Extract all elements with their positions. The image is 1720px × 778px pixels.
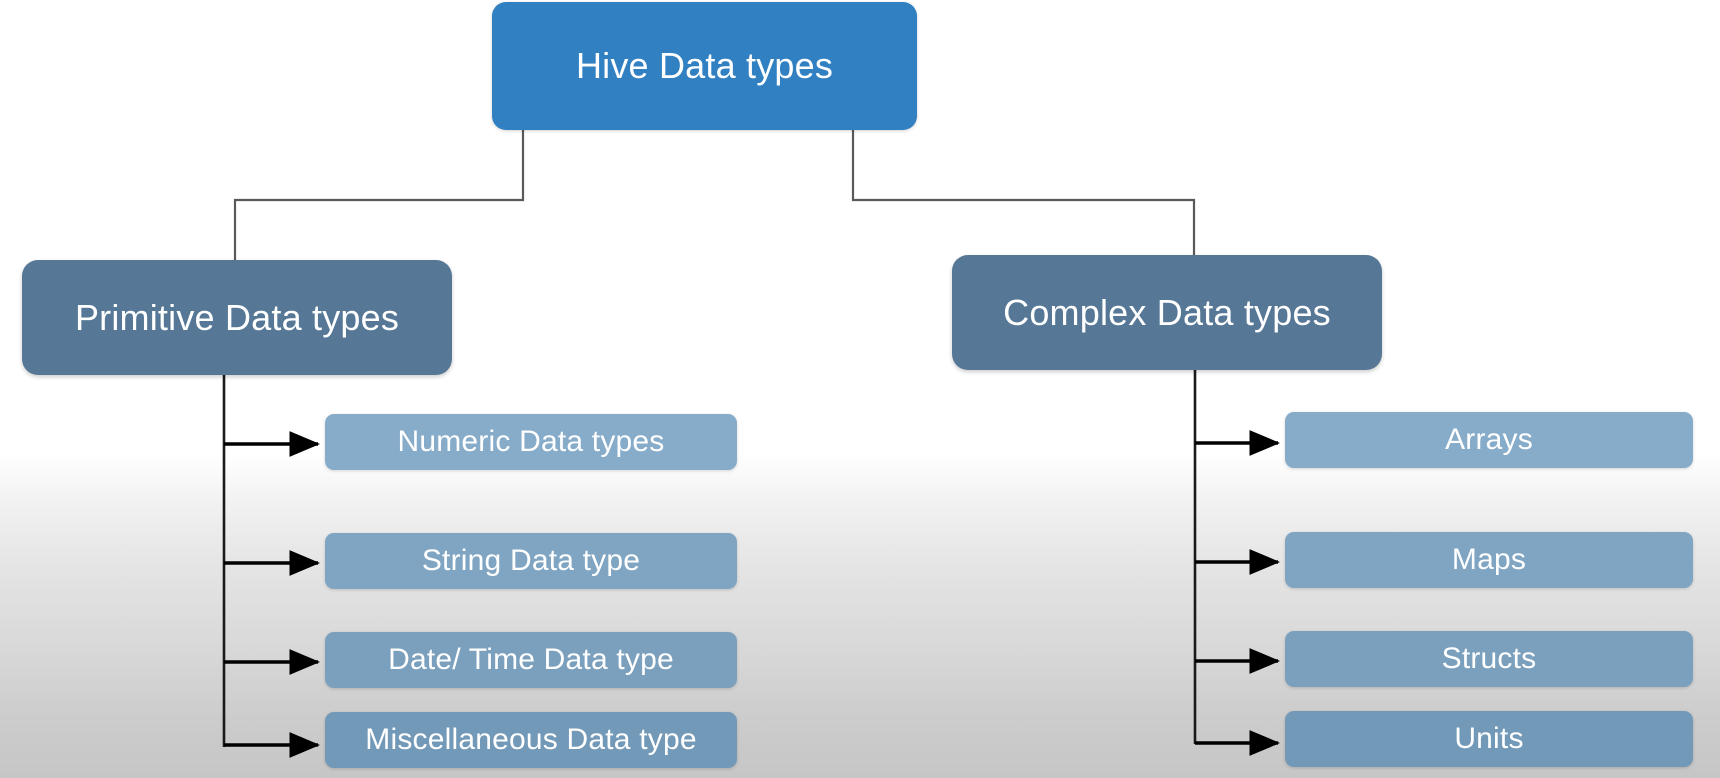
node-arrays[interactable]: Arrays <box>1285 412 1693 468</box>
node-maps[interactable]: Maps <box>1285 532 1693 588</box>
node-label: Maps <box>1451 543 1527 576</box>
node-label: Structs <box>1441 642 1537 675</box>
node-label: Arrays <box>1445 423 1533 456</box>
node-complex-data-types[interactable]: Complex Data types <box>952 255 1382 370</box>
node-label: Numeric Data types <box>397 425 665 458</box>
node-numeric-data-types[interactable]: Numeric Data types <box>325 414 737 470</box>
node-label: Date/ Time Data type <box>388 643 674 676</box>
node-miscellaneous-data-type[interactable]: Miscellaneous Data type <box>325 712 737 768</box>
node-date-time-data-type[interactable]: Date/ Time Data type <box>325 632 737 688</box>
node-hive-data-types[interactable]: Hive Data types <box>492 2 917 130</box>
node-label: Miscellaneous Data type <box>365 723 697 756</box>
node-label: Primitive Data types <box>74 296 400 338</box>
node-primitive-data-types[interactable]: Primitive Data types <box>22 260 452 375</box>
node-label: Hive Data types <box>575 45 834 86</box>
connector-root-to-complex <box>851 130 1196 257</box>
node-units[interactable]: Units <box>1285 711 1693 767</box>
node-structs[interactable]: Structs <box>1285 631 1693 687</box>
node-label: Complex Data types <box>1003 291 1331 333</box>
connector-root-to-primitive <box>233 130 525 262</box>
node-label: Units <box>1454 722 1524 755</box>
node-string-data-type[interactable]: String Data type <box>325 533 737 589</box>
node-label: String Data type <box>421 544 641 577</box>
